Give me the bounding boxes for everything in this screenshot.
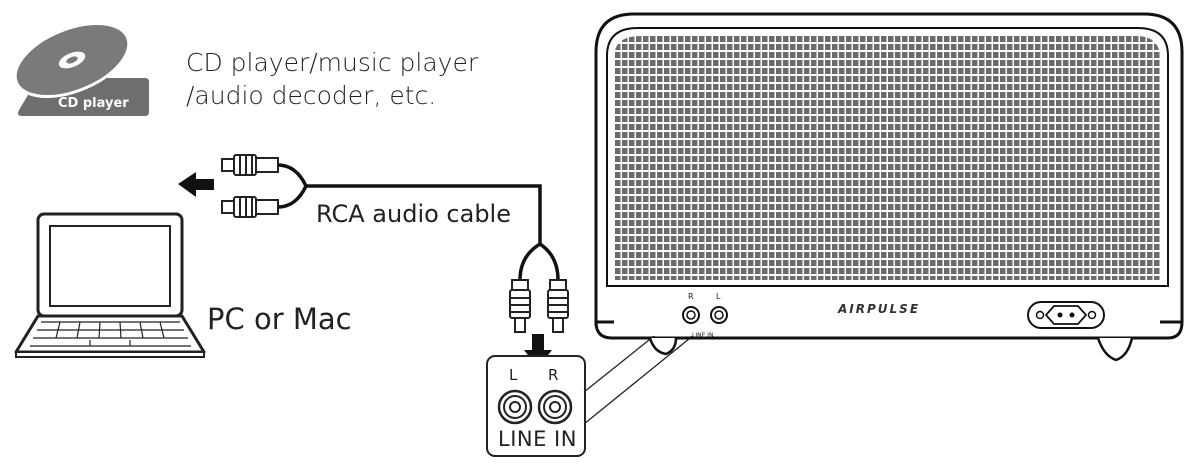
- cable-label: RCA audio cable: [316, 200, 511, 228]
- rca-plugs-bottom: [509, 279, 569, 333]
- speaker: [594, 12, 1184, 362]
- arrow-left-icon: [178, 172, 214, 197]
- cd-player-logo-text: CD player: [58, 96, 129, 111]
- source-label: CD player/music player /audio decoder, e…: [186, 46, 478, 112]
- laptop-icon: [14, 212, 206, 358]
- source-label-line2: /audio decoder, etc.: [186, 81, 437, 110]
- speaker-jack-caption: LINE IN: [692, 332, 714, 339]
- inset-title: LINE IN: [498, 427, 577, 451]
- speaker-jack-r-label: R: [688, 292, 694, 301]
- source-label-line1: CD player/music player: [186, 48, 479, 77]
- speaker-jack-l-label: L: [716, 292, 721, 301]
- rca-cable: [277, 163, 560, 281]
- line-in-inset: [486, 355, 586, 457]
- computer-label: PC or Mac: [207, 302, 352, 336]
- inset-left-label: L: [509, 366, 518, 384]
- cd-player-logo: [13, 22, 149, 116]
- speaker-brand-logo: AIRPULSE: [838, 302, 921, 316]
- arrow-down-icon: [524, 334, 552, 368]
- rca-plugs-left: [221, 154, 279, 218]
- inset-right-label: R: [548, 366, 559, 384]
